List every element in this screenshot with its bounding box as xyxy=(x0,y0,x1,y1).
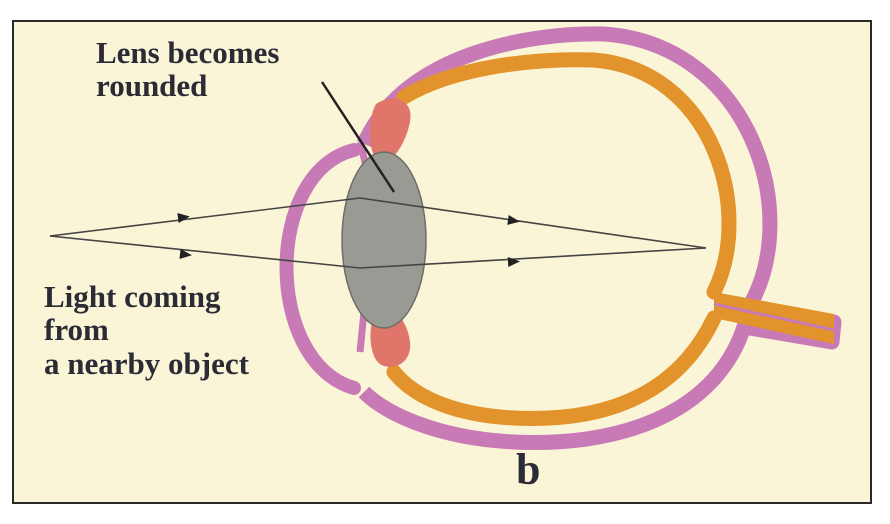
lens-label: Lens becomes rounded xyxy=(96,36,356,103)
eye-diagram-panel: Lens becomes rounded Light coming from a… xyxy=(12,20,872,504)
panel-letter: b xyxy=(516,445,541,494)
cornea xyxy=(279,143,361,395)
light-label-line: a nearby object xyxy=(44,345,249,381)
retina xyxy=(386,52,737,426)
lens-label-line: Lens becomes xyxy=(96,35,280,70)
lens-label-line: rounded xyxy=(96,68,208,104)
ray-arrow-icon xyxy=(507,257,520,267)
optic-nerve-line xyxy=(713,302,835,332)
light-source-label: Light coming from a nearby object xyxy=(44,279,344,381)
light-ray-lower xyxy=(49,235,707,269)
sclera xyxy=(357,26,842,451)
eye-diagram xyxy=(49,26,842,451)
light-label-line: Light coming xyxy=(44,279,221,314)
rounded-lens xyxy=(341,151,427,329)
ray-arrow-icon xyxy=(179,249,192,259)
light-ray-upper xyxy=(49,197,707,249)
ray-arrow-icon xyxy=(177,213,190,223)
ciliary-body-top xyxy=(369,98,411,162)
lens-pointer-line xyxy=(320,81,396,193)
light-label-line: from xyxy=(44,312,109,348)
ray-arrow-icon xyxy=(507,215,520,225)
